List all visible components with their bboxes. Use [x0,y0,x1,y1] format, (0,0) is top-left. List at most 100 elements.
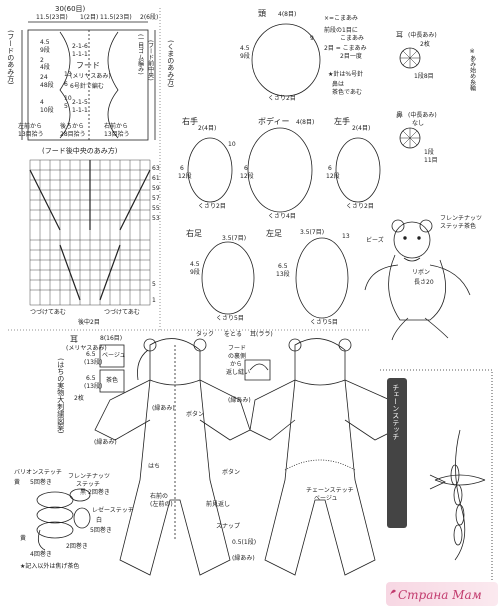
back-romper-illustration [249,338,396,576]
nose-row: 1段 [424,149,434,156]
leg-l-tail: くさり5目 [310,319,338,326]
bear-right-arm-chart [187,137,233,203]
arm-l-dims: 2(4目) [352,125,371,132]
emb-label10: 黄 [20,535,27,542]
ear-swatch-dims: 8(16目) [100,335,123,342]
hood-chart-row6: 5 [152,281,156,288]
hood-curve-right [107,31,119,139]
hood-chart-row3: 57 [152,195,160,202]
ear-name: 耳 [396,31,403,39]
legend3: 2目 = こまあみ [324,45,367,52]
garment-label17: 0.5(1段) [232,539,257,546]
arm-r-dims: 2(4目) [198,125,217,132]
emb-label6: 2回巻き [88,489,110,496]
nose-name: 鼻 [396,111,403,119]
emb-label11: 4回巻き [30,551,52,558]
hood-needle: 6号針で編む [70,83,104,90]
hood-mid-vertical: (一目ゴム編み) [136,34,144,75]
garment-label5: から [230,361,243,368]
hood-left-dim2: 2 [40,57,44,64]
arm-l-name: 左手 [334,117,350,126]
ear-swatch-color0: ベージュ [102,352,126,359]
ear-swatch-sub: (メリヤスあみ) [66,345,107,352]
bear-body-chart [247,127,313,213]
garment-label15: ボタン [222,469,241,476]
garment-label6: 返し縫い [226,369,251,376]
emb-label5: 黒 [80,489,87,496]
legend4: 2目一度 [340,53,362,60]
hood-chart-row7: 1 [152,297,156,304]
nose-note: なし [412,120,425,127]
emb-label2: 5回巻き [30,479,52,486]
hood-dim-center: 1(2目) [80,14,99,21]
hood-mid-dim1: 6 [64,81,68,88]
hood-rows-bot: 2-1-5 [72,99,88,106]
legend2: こまあみ [340,35,365,42]
bee-embroidery [36,488,91,551]
leg-r-rows2: 9段 [190,269,200,276]
doll-label4: 長さ20 [414,279,434,286]
ear-swatch-count: 2枚 [74,395,84,402]
legend0: ×=こまあみ [324,15,359,22]
hood-chart-label0: つづけてあむ [30,309,66,316]
leg-l-dims: 3.5(7目) [300,229,325,236]
hood-chart-title: (フード後中央のあみ方) [42,147,118,155]
chain-stitch-diagram [429,429,486,561]
hood-mid-dim3: 5 [64,103,68,110]
emb-label12: 2回巻き [66,543,88,550]
yarn1: 鼻は [332,81,345,88]
garment-label3: フード [228,345,247,352]
hood-chart-row5: 53 [152,215,160,222]
garment-label0: タック [196,331,215,338]
leg-l-rows2: 13段 [276,271,290,278]
hood-bottom3: 28目拾う [60,131,86,138]
ear-swatch-title: 耳 [70,335,78,344]
garment-label7: (縁あみ) [152,405,175,412]
emb-label3: フレンチナッツ [68,473,111,480]
body-rows: 6 [244,165,248,172]
emb-label13: ★記入以外は焦げ茶色 [20,563,80,570]
leg-r-tail: くさり5目 [216,315,244,322]
hood-dim-rows: 2(6段) [140,14,159,21]
bear-right-leg-chart [201,241,255,315]
arm-r-count: 10 [228,141,236,148]
ear-swatch-row2: 6.5 [86,375,96,382]
emb-label1: 黄 [14,479,21,486]
body-name: ボディー [258,117,290,126]
bear-doll-illustration [364,219,471,341]
hood-chart-label1: 後中2目 [78,319,100,326]
bear-left-leg-chart [295,237,349,319]
bear-section-title: (くまのあみ方) [166,40,175,88]
hood-rows-bot2: 1-1-1 [72,107,88,114]
hood-chart-row0: 63 [152,165,160,172]
emb-label4: ステッチ [76,481,101,488]
ear-swatch-row3: (13段) [84,383,103,390]
garment-label2: 耳(ララ) [250,331,273,338]
hood-chart-row2: 59 [152,185,160,192]
garment-label8: ボタン [186,411,205,418]
garment-label10: 右前の [150,493,169,500]
hood-bottom1: 13目拾う [18,131,44,138]
garment-label11: (左前の) [150,501,173,508]
arm-l-tail: くさり2目 [346,203,374,210]
hood-chart-row1: 61 [152,175,160,182]
body-dims: 4(8目) [296,119,315,126]
body-tail: くさり4目 [268,213,296,220]
ear-row: 1段8目 [414,73,434,80]
nose-count: 11目 [424,157,438,164]
doll-label2: ビーズ [366,237,384,244]
ear-swatch-row0: 6.5 [86,351,96,358]
hood-chart-lower-lines [59,244,121,301]
bear-left-arm-chart [335,137,381,203]
bear-side-vertical: ※あみ始め糸輪 [468,48,476,91]
chain-stitch-tag [387,378,407,528]
hood-bottom4: 右前から [104,123,129,130]
garment-label18: (縁あみ) [232,555,255,562]
hood-subtitle: (メリヤスあみ) [70,73,111,80]
emb-label7: レゼーステッチ [92,507,134,514]
bear-head-chart [251,23,321,97]
leg-r-rows: 4.5 [190,261,200,268]
hood-chart-label2: つづけてあむ [104,309,140,316]
arm-r-name: 右手 [182,117,198,126]
hood-left-dim0: 4.5 [40,39,50,46]
